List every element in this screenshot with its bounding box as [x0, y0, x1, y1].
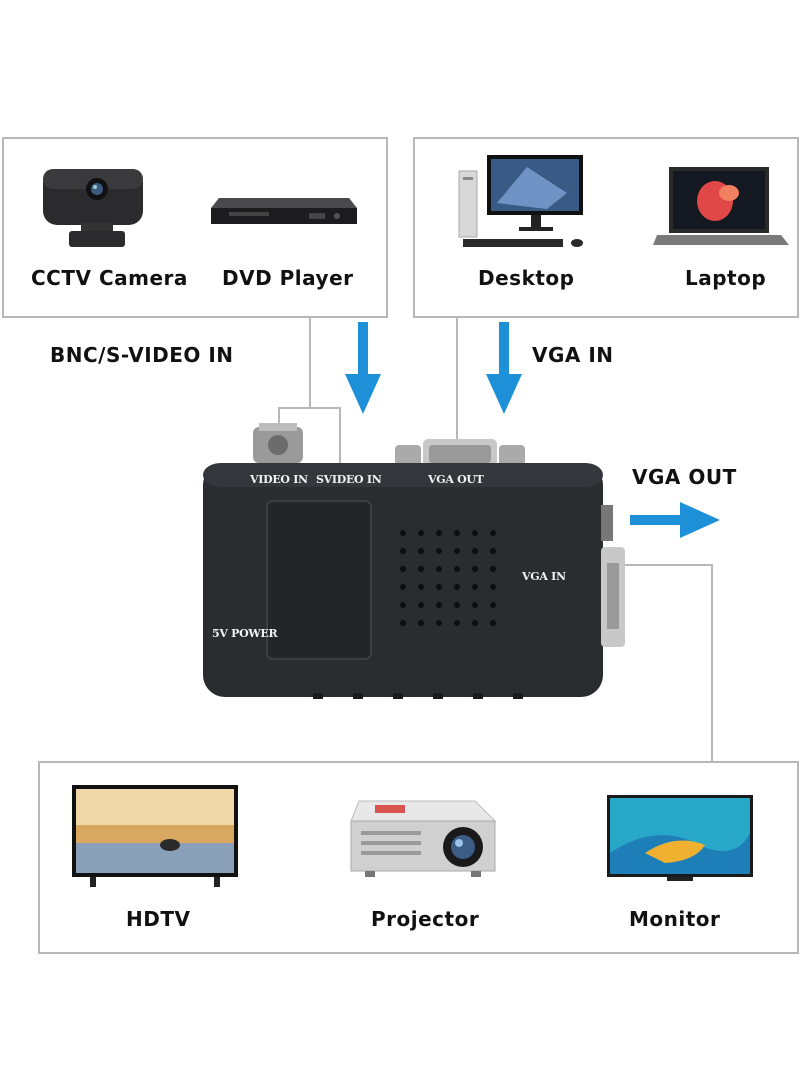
laptop-icon [653, 167, 789, 245]
source-box-vga: Desktop Laptop [413, 137, 799, 318]
output-label-vga-out: VGA OUT [632, 465, 737, 489]
converter-device [203, 423, 625, 699]
source-label-laptop: Laptop [685, 266, 767, 290]
device-label-video-in: VIDEO IN [250, 473, 308, 486]
output-label-monitor: Monitor [629, 907, 721, 931]
dvd-player-icon [211, 198, 357, 224]
input-label-bnc-svideo: BNC/S-VIDEO IN [50, 343, 234, 367]
output-label-projector: Projector [371, 907, 480, 931]
desktop-computer-icon [458, 155, 583, 247]
arrow-down-left-icon [345, 322, 381, 414]
monitor-icon [607, 795, 753, 881]
device-label-5v-power: 5V POWER [212, 627, 278, 640]
device-label-vga-out: VGA OUT [428, 473, 484, 486]
output-box: HDTV Projector Monitor [38, 761, 799, 954]
projector-icon [350, 800, 497, 877]
tv-icon [72, 785, 238, 887]
source-label-dvd: DVD Player [222, 266, 354, 290]
source-label-desktop: Desktop [478, 266, 575, 290]
input-label-vga: VGA IN [532, 343, 614, 367]
source-label-cctv: CCTV Camera [31, 266, 188, 290]
output-label-hdtv: HDTV [126, 907, 191, 931]
arrow-down-right-icon [486, 322, 522, 414]
device-label-vga-in: VGA IN [522, 570, 566, 583]
arrow-right-icon [630, 502, 720, 538]
device-label-svideo-in: SVIDEO IN [316, 473, 382, 486]
webcam-icon [43, 169, 143, 247]
source-box-analog: CCTV Camera DVD Player [2, 137, 388, 318]
